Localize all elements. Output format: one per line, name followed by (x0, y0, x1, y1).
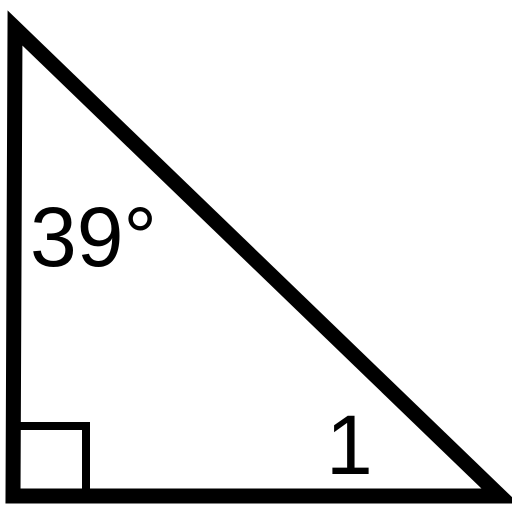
triangle-outline (5, 10, 512, 504)
right-angle-marker (15, 422, 90, 494)
angle-top-label: 39° (30, 190, 157, 284)
angle-bottom-right-label: 1 (326, 398, 373, 492)
